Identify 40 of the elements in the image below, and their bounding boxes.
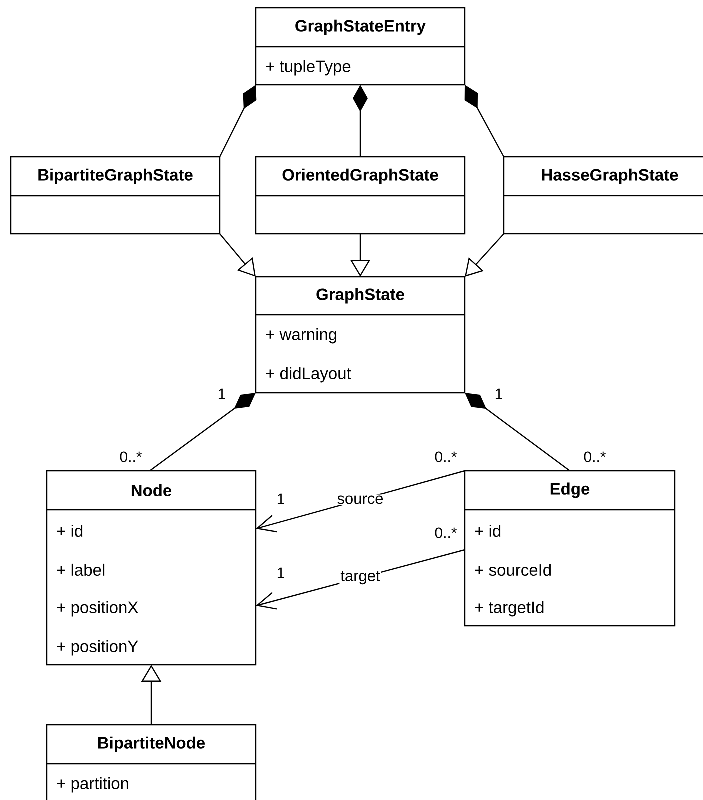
attribute-text: + positionY <box>57 640 138 656</box>
class-name: OrientedGraphState <box>282 168 438 184</box>
class-box <box>46 470 257 666</box>
multiplicity-label: 1 <box>278 494 284 504</box>
multiplicity-label: 0..* <box>435 452 458 462</box>
attribute-text: + tupleType <box>266 60 351 76</box>
multiplicity-label: 0..* <box>435 528 458 538</box>
class-name: BipartiteGraphState <box>38 168 193 184</box>
composition-line <box>150 393 256 472</box>
attribute-text: + targetId <box>475 601 544 617</box>
class-box <box>255 156 466 235</box>
multiplicity-label: 0..* <box>120 452 142 462</box>
multiplicity-label: 1 <box>218 388 226 400</box>
edge-label: target <box>340 570 382 586</box>
class-box <box>464 470 676 627</box>
class-box <box>503 156 703 235</box>
composition-line <box>465 393 570 472</box>
class-name: BipartiteNode <box>98 736 206 752</box>
class-box <box>10 156 221 235</box>
edge-label: source <box>336 494 385 506</box>
multiplicity-label: 1 <box>496 388 502 400</box>
class-name: GraphStateEntry <box>296 20 426 36</box>
multiplicity-label: 1 <box>278 568 284 578</box>
class-box <box>255 7 466 86</box>
arrow <box>220 234 256 277</box>
attribute-text: + positionX <box>57 601 138 617</box>
attribute-text: + id <box>475 524 501 538</box>
class-box <box>46 724 257 800</box>
arrow <box>465 234 504 277</box>
attribute-text: + warning <box>266 328 336 344</box>
attribute-text: + sourceId <box>475 564 552 576</box>
class-name: GraphState <box>316 288 404 304</box>
attribute-text: + label <box>57 564 105 576</box>
attribute-text: + didLayout <box>266 367 352 383</box>
attribute-text: + id <box>57 524 83 538</box>
class-name: HasseGraphState <box>542 168 678 184</box>
class-name: Node <box>132 484 172 497</box>
class-name: Edge <box>550 482 590 498</box>
attribute-text: + partition <box>57 777 128 793</box>
class-box <box>255 276 466 394</box>
